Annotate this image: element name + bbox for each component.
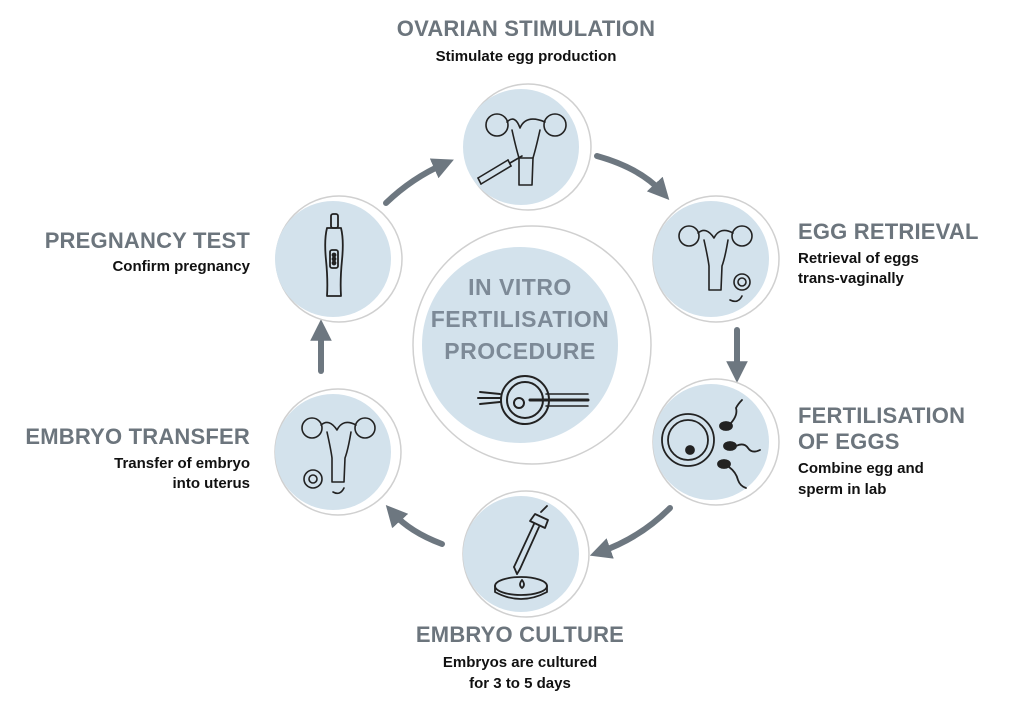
uterus-embryo-transfer-icon <box>301 417 376 495</box>
step-ovarian-stimulation-desc: Stimulate egg production <box>435 48 617 65</box>
step-fertilisation-desc-line2: sperm in lab <box>798 481 887 498</box>
arrow-pregnancy-to-stimulation <box>383 158 454 206</box>
center-title: IN VITRO FERTILISATION PROCEDURE <box>420 271 620 367</box>
uterus-syringe-icon <box>477 113 567 186</box>
node-egg-retrieval <box>652 195 780 323</box>
node-fertilisation-of-eggs <box>652 378 780 506</box>
egg-sperm-icon <box>661 399 761 489</box>
arrow-stimulation-to-retrieval <box>594 153 670 200</box>
center-title-line3: PROCEDURE <box>444 338 596 364</box>
step-fertilisation-title-line2: OF EGGS <box>798 429 900 454</box>
step-embryo-culture-desc-line2: for 3 to 5 days <box>469 675 571 692</box>
node-circle <box>653 201 769 317</box>
node-circle <box>653 384 769 500</box>
step-ovarian-stimulation-title: OVARIAN STIMULATION <box>396 16 656 41</box>
icsi-injection-icon <box>477 375 590 425</box>
node-ovarian-stimulation <box>463 83 592 211</box>
step-egg-retrieval-desc-line1: Retrieval of eggs <box>798 250 919 267</box>
step-fertilisation-desc-line1: Combine egg and <box>798 460 924 477</box>
node-circle <box>463 89 579 205</box>
step-embryo-transfer-desc-line2: into uterus <box>172 475 251 492</box>
node-pregnancy-test <box>275 195 403 323</box>
step-egg-retrieval-title: EGG RETRIEVAL <box>798 219 979 244</box>
uterus-egg-retrieval-icon <box>678 225 753 303</box>
step-egg-retrieval-desc-line2: trans-vaginally <box>798 270 904 287</box>
step-embryo-culture-title: EMBRYO CULTURE <box>415 622 625 647</box>
center-node <box>412 225 652 465</box>
step-fertilisation-title-line1: FERTILISATION <box>798 403 966 428</box>
cycle-arrows <box>310 153 748 559</box>
step-embryo-transfer-title: EMBRYO TRANSFER <box>25 424 250 449</box>
step-pregnancy-test-desc: Confirm pregnancy <box>112 258 250 275</box>
step-pregnancy-test-title: PREGNANCY TEST <box>44 228 250 253</box>
arrow-culture-to-transfer <box>385 504 445 547</box>
center-title-line2: FERTILISATION <box>430 306 610 332</box>
pregnancy-test-icon <box>324 213 344 297</box>
step-embryo-culture-desc-line1: Embryos are cultured <box>442 654 598 671</box>
arrow-fertilisation-to-culture <box>589 505 673 559</box>
center-title-line1: IN VITRO <box>468 274 572 300</box>
step-embryo-transfer-desc-line1: Transfer of embryo <box>114 455 250 472</box>
node-embryo-culture <box>462 490 590 618</box>
node-embryo-transfer <box>274 388 402 516</box>
pipette-petri-dish-icon <box>494 505 549 600</box>
